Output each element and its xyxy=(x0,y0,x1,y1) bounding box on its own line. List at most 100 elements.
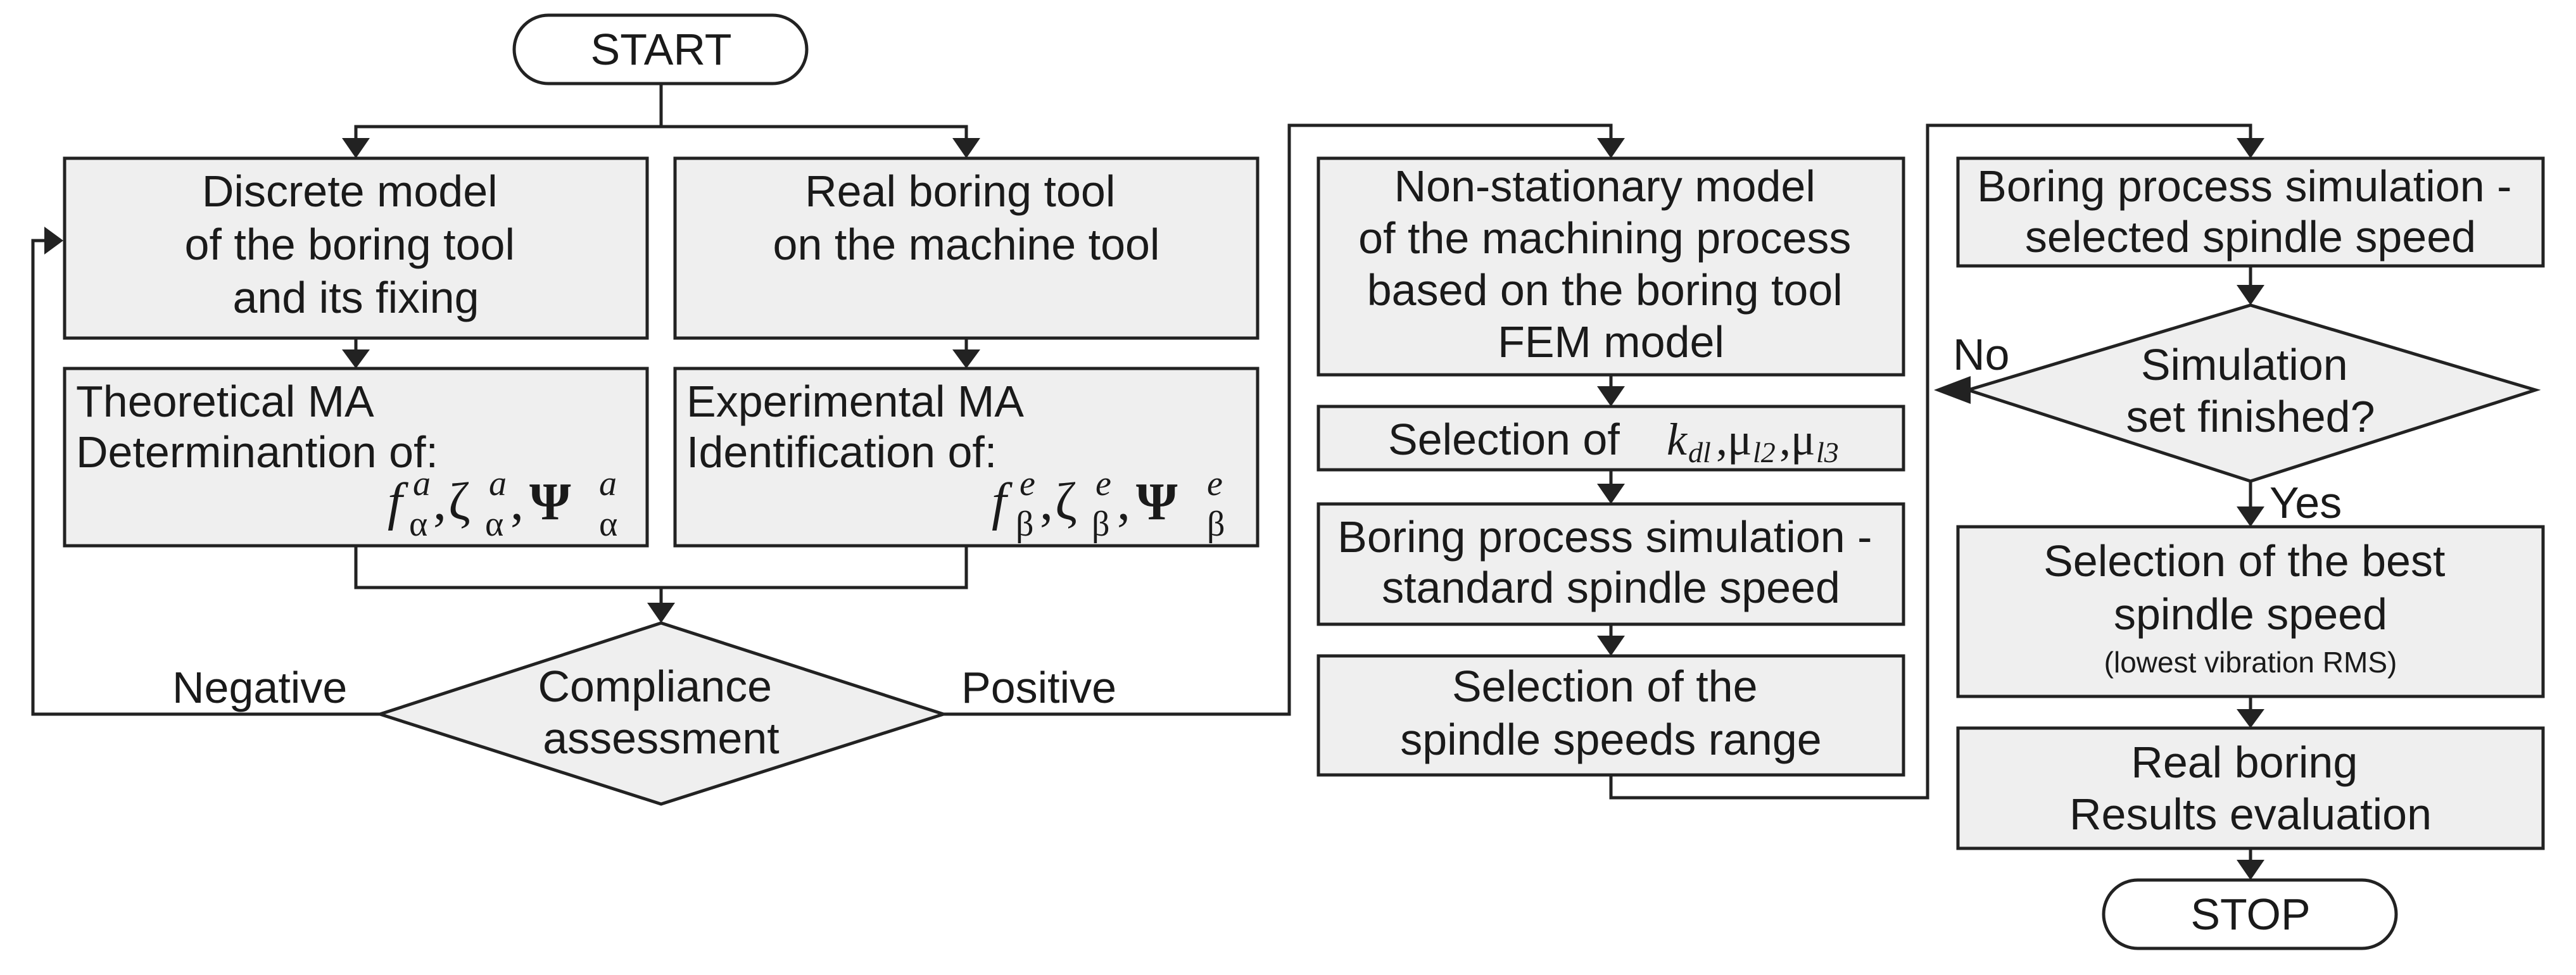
arrow-to-sim-finished xyxy=(2237,285,2264,305)
edge-start-split xyxy=(354,85,663,141)
svg-text:e: e xyxy=(1095,464,1111,503)
svg-text:ζ: ζ xyxy=(448,472,470,531)
svg-text:Real boring tool on the: Real boring tool on the machine tool xyxy=(773,167,1160,269)
svg-text:Discrete model of the bo: Discrete model of the boring tool and it… xyxy=(185,167,527,322)
sim-selected-line-2: selected spindle speed xyxy=(2025,212,2476,261)
svg-text:,: , xyxy=(1117,472,1130,531)
edge-negative-loop xyxy=(31,239,380,716)
selection-params-formula: k dl , μ l2 , μ l3 xyxy=(1667,414,1839,469)
sim-standard-line-1: Boring process simulation - xyxy=(1337,512,1872,562)
non-stationary-box: Non-stationary model of the machining pr… xyxy=(1316,156,1905,377)
arrow-to-sim-standard xyxy=(1597,484,1625,504)
theoretical-ma-box: Theoretical MA Determinantion of: f a α … xyxy=(63,367,649,548)
discrete-model-line-2: of the boring tool xyxy=(185,220,515,269)
sim-finished-decision: Simulation set finished? xyxy=(1962,303,2541,483)
svg-text:α: α xyxy=(409,505,427,544)
best-speed-note: (lowest vibration RMS) xyxy=(2104,646,2397,679)
start-terminal: START xyxy=(512,13,809,85)
compliance-line-2: assessment xyxy=(543,714,779,763)
stop-label: STOP xyxy=(2190,890,2310,939)
arrow-to-best-speed xyxy=(2237,506,2264,527)
svg-text:,: , xyxy=(433,472,446,531)
svg-text:a: a xyxy=(413,464,431,503)
svg-text:,: , xyxy=(1779,414,1791,465)
best-speed-line-2: spindle speed xyxy=(2114,589,2387,639)
selection-params-prefix: Selection of xyxy=(1388,415,1620,464)
real-tool-box: Real boring tool on the machine tool xyxy=(673,156,1260,340)
svg-text:e: e xyxy=(1020,464,1035,503)
svg-text:Ψ: Ψ xyxy=(529,472,571,531)
svg-text:β: β xyxy=(1092,505,1110,544)
discrete-model-line-3: and its fixing xyxy=(232,273,479,322)
arrow-to-experimental xyxy=(952,349,980,368)
arrow-to-discrete-model xyxy=(342,138,370,158)
edge-positive xyxy=(944,123,1613,716)
non-stationary-line-3: based on the boring tool xyxy=(1367,265,1843,315)
sim-selected-line-1: Boring process simulation - xyxy=(1977,161,2511,211)
speed-range-line-2: spindle speeds range xyxy=(1400,715,1821,764)
arrow-to-stop xyxy=(2237,860,2264,880)
experimental-ma-line-1: Experimental MA xyxy=(686,377,1024,426)
svg-text:Selection of the best sp: Selection of the best spindle speed xyxy=(2043,536,2458,639)
sim-finished-line-1: Simulation xyxy=(2141,340,2348,389)
arrow-no xyxy=(1934,376,1971,404)
svg-text:β: β xyxy=(1207,505,1225,544)
svg-text:α: α xyxy=(599,505,617,544)
svg-text:,: , xyxy=(1040,472,1053,531)
svg-text:e: e xyxy=(1207,464,1223,503)
svg-text:Ψ: Ψ xyxy=(1136,472,1178,531)
non-stationary-line-1: Non-stationary model xyxy=(1394,161,1815,211)
stop-terminal: STOP xyxy=(2102,878,2398,950)
sim-standard-line-2: standard spindle speed xyxy=(1382,563,1840,612)
svg-text:l2: l2 xyxy=(1753,436,1776,469)
edge-label-negative: Negative xyxy=(172,663,347,712)
edge-merge-compliance xyxy=(354,547,968,605)
edge-label-yes: Yes xyxy=(2270,478,2342,527)
real-tool-line-1: Real boring tool xyxy=(805,167,1115,216)
svg-text:a: a xyxy=(489,464,507,503)
selection-params-box: Selection of k dl , μ l2 , μ l3 xyxy=(1316,405,1905,472)
compliance-decision: Compliance assessment xyxy=(374,621,949,806)
svg-text:μ: μ xyxy=(1727,414,1752,465)
edge-label-no: No xyxy=(1953,330,2009,379)
arrow-to-theoretical xyxy=(342,349,370,368)
non-stationary-line-4: FEM model xyxy=(1498,317,1724,367)
discrete-model-box: Discrete model of the boring tool and it… xyxy=(63,156,649,340)
svg-text:μ: μ xyxy=(1791,414,1815,465)
arrow-to-real-tool xyxy=(952,138,980,158)
edge-label-positive: Positive xyxy=(961,663,1116,712)
non-stationary-line-2: of the machining process xyxy=(1358,213,1851,263)
edges xyxy=(31,85,2264,880)
svg-text:β: β xyxy=(1016,505,1034,544)
experimental-ma-box: Experimental MA Identification of: f e β… xyxy=(673,367,1260,548)
svg-text:Boring process simulation -: Boring process simulation - selected spi… xyxy=(1977,161,2524,261)
best-speed-line-1: Selection of the best xyxy=(2043,536,2445,586)
svg-text:dl: dl xyxy=(1688,436,1711,469)
svg-text:α: α xyxy=(485,505,503,544)
arrow-to-speed-range xyxy=(1597,636,1625,656)
svg-text:Theoretical MA Determina: Theoretical MA Determinantion of: xyxy=(76,377,438,477)
svg-text:a: a xyxy=(599,464,617,503)
svg-text:Selection of the spindle: Selection of the spindle speeds range xyxy=(1400,662,1821,764)
arrow-to-compliance xyxy=(647,603,675,623)
real-boring-box: Real boring Results evaluation xyxy=(1956,726,2545,850)
theoretical-ma-formula: f a α , ζ a α , Ψ a α xyxy=(388,464,617,544)
svg-text:Simulation set finished?: Simulation set finished? xyxy=(2126,340,2375,441)
sim-finished-line-2: set finished? xyxy=(2126,392,2375,441)
experimental-ma-line-2: Identification of: xyxy=(686,427,997,477)
svg-text:,: , xyxy=(1716,414,1727,465)
arrow-to-sim-selected xyxy=(2237,138,2264,158)
theoretical-ma-line-2: Determinantion of: xyxy=(76,427,438,477)
svg-text:Boring process simulation -: Boring process simulation - standard spi… xyxy=(1337,512,1885,612)
svg-text:k: k xyxy=(1667,414,1688,465)
arrow-to-selection-params xyxy=(1597,386,1625,406)
svg-text:,: , xyxy=(510,472,524,531)
svg-text:ζ: ζ xyxy=(1055,472,1077,531)
theoretical-ma-line-1: Theoretical MA xyxy=(76,377,374,426)
svg-text:Compliance assessment: Compliance assessment xyxy=(538,662,784,763)
best-speed-box: Selection of the best spindle speed (low… xyxy=(1956,525,2545,698)
sim-selected-box: Boring process simulation - selected spi… xyxy=(1956,156,2545,268)
svg-text:l3: l3 xyxy=(1816,436,1839,469)
arrow-negative-to-discrete xyxy=(44,227,63,255)
